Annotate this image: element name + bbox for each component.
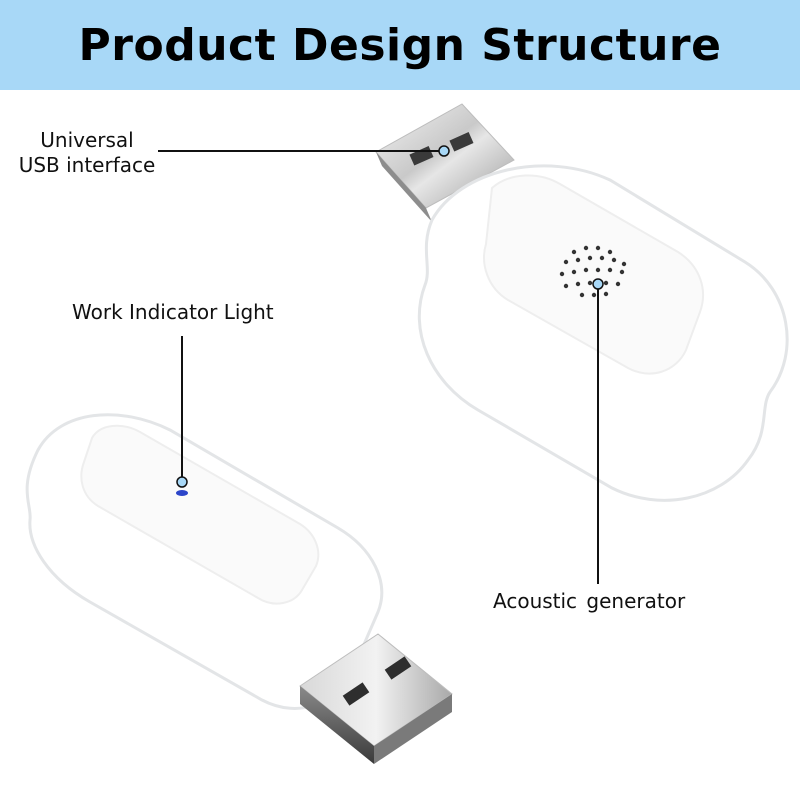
callout-dot — [438, 145, 450, 157]
title-banner: Product Design Structure — [0, 0, 800, 90]
upper-plug-hole-right — [449, 132, 474, 152]
lower-device — [25, 413, 453, 764]
label-acoustic-generator: Acoustic generator — [493, 589, 686, 613]
callout-acoustic-generator — [592, 278, 604, 584]
upper-device-panel — [483, 174, 704, 375]
label-usb-interface-line1: Universal — [40, 128, 134, 152]
lower-device-panel — [80, 424, 320, 605]
lower-plug-hole-right — [384, 656, 412, 680]
label-usb-interface: Universal USB interface — [12, 128, 162, 178]
callout-dot — [176, 476, 188, 488]
lower-plug-hole-left — [342, 682, 370, 706]
indicator-led-icon — [176, 490, 188, 496]
label-work-indicator-light: Work Indicator Light — [72, 300, 274, 324]
callout-usb-interface — [158, 145, 450, 157]
lower-usb-plug — [299, 633, 453, 764]
label-usb-interface-line2: USB interface — [18, 153, 156, 177]
page-title: Product Design Structure — [78, 19, 722, 71]
speaker-grille-icon — [559, 245, 627, 298]
callout-dot — [592, 278, 604, 290]
upper-device — [375, 103, 789, 502]
callout-work-indicator — [176, 336, 188, 488]
